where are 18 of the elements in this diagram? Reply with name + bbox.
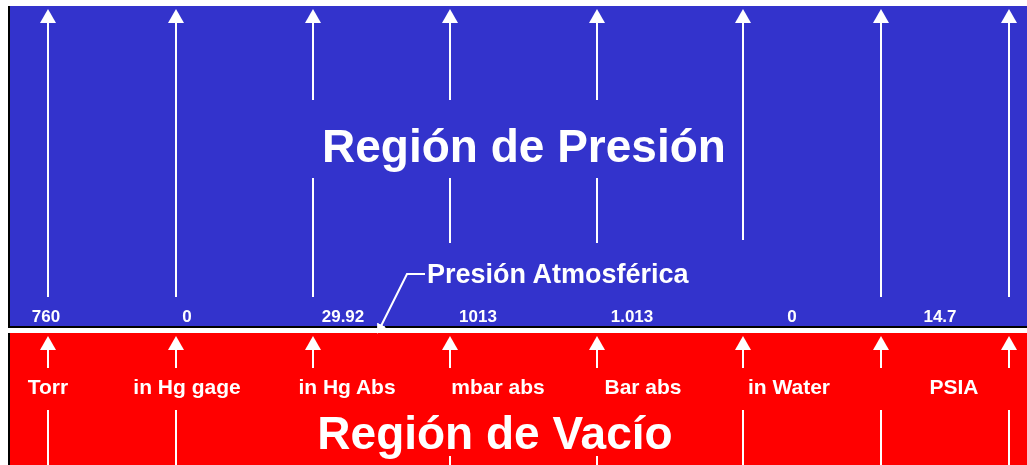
- scale-value: 1.013: [610, 307, 654, 325]
- scale-value: 14.7: [923, 307, 957, 325]
- unit-label: in Hg gage: [133, 375, 241, 397]
- unit-label: Bar abs: [604, 375, 682, 397]
- unit-label: in Hg Abs: [298, 375, 396, 397]
- scale-value: 760: [31, 307, 61, 325]
- atmospheric-pressure-label: Presión Atmosférica: [427, 260, 689, 288]
- unit-label: in Water: [747, 375, 831, 397]
- unit-label: mbar abs: [451, 375, 545, 397]
- scale-value: 0: [787, 307, 797, 325]
- vacuum-region-panel: [8, 333, 1027, 465]
- unit-label: PSIA: [929, 375, 979, 397]
- pressure-region-panel: [8, 6, 1027, 328]
- unit-label: Torr: [27, 375, 69, 397]
- scale-value: 29.92: [321, 307, 365, 325]
- scale-value: 0: [182, 307, 192, 325]
- scale-value: 1013: [459, 307, 497, 325]
- leader-line: [377, 273, 426, 334]
